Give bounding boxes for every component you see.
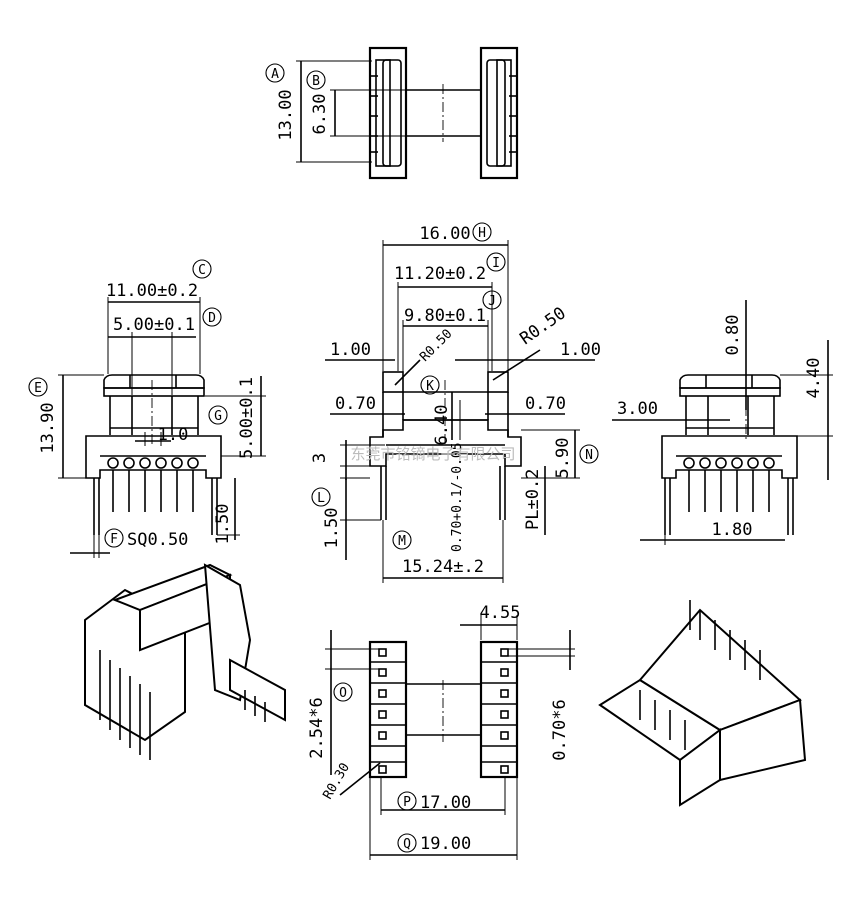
label-b: B [312,74,320,89]
label-m: M [398,534,406,549]
label-h: H [478,226,486,241]
dim-r030-text: R0.30 [320,761,353,802]
watermark-text: 东莞市铭镝电子有限公司 [350,445,515,463]
bottom-left-flange [368,640,408,779]
top-left-flange [368,46,408,180]
dim-4-40-text: 4.40 [804,358,824,399]
dim-right-0-70-text: 0.70 [525,394,566,414]
dim-left-0-70-text: 0.70 [335,394,376,414]
bottom-view: 4.55 O 2.54*6 0.70*6 R0.30 P 17.00 Q 19.… [307,603,575,860]
dim-o-text: 2.54*6 [307,697,327,758]
dim-3-text: 3 [310,453,330,463]
dim-0-80-text: 0.80 [723,315,743,356]
label-j: J [488,294,496,309]
dim-g-text: 5.00±0.1 [237,377,257,459]
top-view: 13.00 A 6.30 B [265,46,519,180]
dim-n-text: 5.90 [553,438,573,479]
label-p: P [403,795,411,810]
dim-tol-text: 0.70+0.1/-0.05 [450,442,465,552]
dim-d-text: 5.00±0.1 [113,315,195,335]
label-a: A [271,67,279,82]
isometric-view-right [598,600,807,807]
label-e: E [34,381,42,396]
dim-m-text: 15.24±.2 [402,557,484,577]
dim-r050-left-text: R0.50 [417,327,455,365]
dim-070x6-text: 0.70*6 [550,699,570,760]
label-n: N [585,448,593,463]
dim-3-00-text: 3.00 [617,399,658,419]
dim-1-50-text: 1.50 [213,504,233,545]
top-right-flange [479,46,519,180]
label-d: D [208,311,216,326]
dim-6-40-text: 6.40 [432,405,452,446]
dim-pl-text: PL±0.2 [523,469,543,530]
dim-left-1-00-text: 1.00 [330,340,371,360]
left-side-view: 11.00±0.2 C 5.00±0.1 D 13.90 E 1.0 5.00±… [28,259,266,558]
label-l: L [317,491,325,506]
dim-c-text: 11.00±0.2 [106,281,198,301]
isometric-view-left [84,563,286,760]
dim-l-text: 1.50 [322,508,342,549]
label-c: C [198,263,206,278]
dim-1-0-text: 1.0 [158,425,189,445]
dim-p-text: 17.00 [420,793,471,813]
dim-j-text: 9.80±0.1 [404,306,486,326]
label-g: G [214,409,222,424]
dim-4-55-text: 4.55 [480,603,521,623]
dim-i-text: 11.20±0.2 [394,264,486,284]
label-o: O [339,686,347,701]
label-f: F [110,532,118,547]
dim-h-text: 16.00 [419,224,470,244]
right-side-view: 0.80 4.40 3.00 1.80 [612,300,833,545]
front-view: 16.00 H 11.20±0.2 I 9.80±0.1 J 1.00 R0.5… [310,222,601,583]
label-k: K [426,379,434,394]
dim-f-text: SQ0.50 [127,530,188,550]
label-i: I [492,256,500,271]
dim-a-text: 13.00 [276,89,296,140]
dim-right-1-00-text: 1.00 [560,340,601,360]
label-q: Q [403,837,411,852]
dim-e-text: 13.90 [38,402,58,453]
bottom-right-flange [479,640,519,779]
dim-1-80-text: 1.80 [712,520,753,540]
dim-q-text: 19.00 [420,834,471,854]
dim-b-text: 6.30 [310,94,330,135]
